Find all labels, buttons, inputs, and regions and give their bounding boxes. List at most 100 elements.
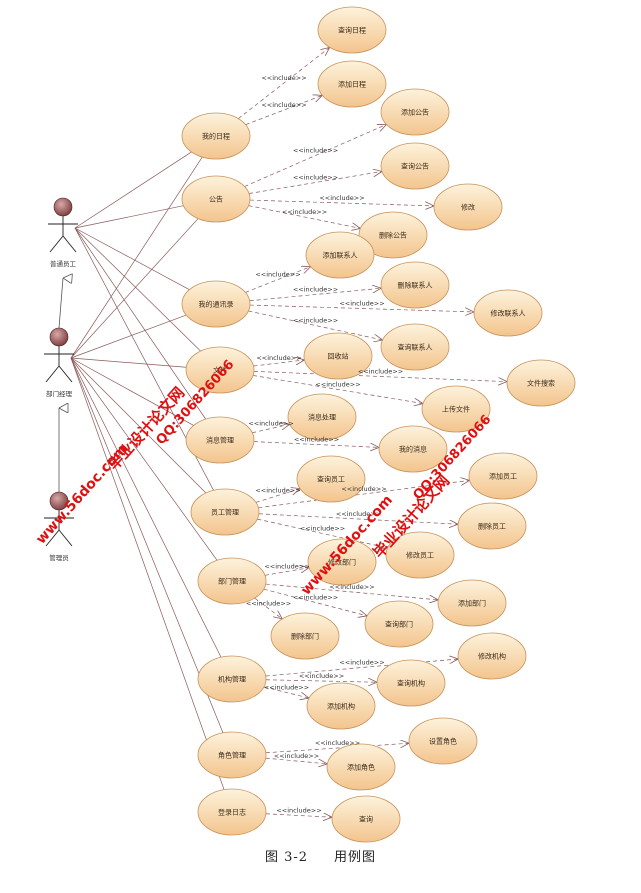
use-case-u-q-schedule: 查询日程: [317, 6, 387, 54]
include-u_org-u_q_org: [265, 680, 377, 682]
include-u_file-u_upload: [252, 375, 423, 403]
include-label: <<include>>: [264, 563, 309, 571]
use-case-ellipse: [437, 579, 507, 627]
figure-title: 用例图: [334, 850, 377, 865]
include-u_org-u_add_org: [263, 686, 309, 698]
use-case-label: 修改: [461, 203, 475, 212]
use-case-ellipse: [197, 655, 267, 703]
use-case-label: 修改联系人: [491, 309, 526, 318]
association-a2-u_staff: [70, 357, 207, 494]
use-case-u-msg: 消息管理: [185, 416, 255, 464]
use-case-u-add-staff: 添加员工: [468, 452, 538, 500]
include-label: <<include>>: [293, 594, 338, 602]
use-case-u-query: 查询: [331, 795, 401, 843]
use-case-u-q-contact: 查询联系人: [380, 323, 450, 371]
include-label: <<include>>: [255, 487, 300, 495]
actor-head-icon: [49, 327, 69, 347]
use-case-label: 设置角色: [429, 737, 457, 746]
use-case-u-edit-notice: 修改: [433, 183, 503, 231]
use-case-label: 添加公告: [401, 108, 429, 117]
include-label: <<include>>: [264, 684, 309, 692]
use-case-label: 我的日程: [202, 132, 230, 141]
use-case-ellipse: [197, 788, 267, 836]
use-case-ellipse: [185, 346, 255, 394]
actor-a2: 部门经理: [44, 327, 74, 398]
use-case-u-myschedule: 我的日程: [181, 112, 251, 160]
use-case-label: 修改机构: [478, 652, 506, 661]
use-case-u-edit-contact: 修改联系人: [473, 289, 543, 337]
actor-head-icon: [53, 197, 73, 217]
use-case-u-edit-dept: 修改部门: [307, 538, 377, 586]
use-case-label: 查询: [359, 815, 373, 824]
include-label: <<include>>: [315, 739, 360, 747]
association-a2-u_contacts: [70, 314, 187, 359]
use-case-u-dept: 部门管理: [197, 557, 267, 605]
use-case-ellipse: [380, 88, 450, 136]
use-case-label: 部门管理: [218, 577, 246, 586]
use-case-ellipse: [457, 632, 527, 680]
include-u_file-u_recycle: [253, 360, 304, 367]
actor-label: 部门经理: [46, 389, 73, 398]
use-case-u-add-role: 添加角色: [326, 743, 396, 791]
use-case-label: 添加角色: [347, 763, 375, 772]
use-case-label: 查询日程: [338, 26, 366, 35]
include-label: <<include>>: [300, 525, 345, 533]
include-u_dept-u_q_dept: [263, 588, 367, 616]
actor-body-icon: [48, 216, 78, 253]
include-label: <<include>>: [341, 485, 386, 493]
include-label: <<include>>: [336, 510, 381, 518]
use-case-label: 查询公告: [401, 162, 429, 171]
use-case-u-role: 角色管理: [197, 731, 267, 779]
use-case-u-msg-proc: 消息处理: [287, 393, 357, 441]
include-u_dept-u_add_dept: [265, 583, 439, 600]
include-label: <<include>>: [255, 271, 300, 279]
include-u_staff-u_edit_staff: [257, 518, 387, 548]
include-label: <<include>>: [282, 208, 327, 216]
use-case-label: 修改部门: [328, 558, 356, 567]
use-case-label: 公告: [209, 195, 223, 204]
use-case-ellipse: [421, 385, 491, 433]
include-label: <<include>>: [315, 381, 360, 389]
use-case-label: 消息管理: [206, 436, 234, 445]
use-case-u-notice: 公告: [181, 175, 251, 223]
use-case-ellipse: [307, 538, 377, 586]
use-case-label: 登录日志: [218, 808, 246, 817]
association-a2-u_org: [70, 357, 222, 658]
use-case-u-add-schedule: 添加日程: [317, 60, 387, 108]
include-label: <<include>>: [274, 752, 319, 760]
use-case-ellipse: [380, 261, 450, 309]
use-case-ellipse: [468, 452, 538, 500]
use-case-ellipse: [181, 112, 251, 160]
include-u_staff-u_add_staff: [258, 480, 469, 509]
use-case-u-add-org: 添加机构: [306, 682, 376, 730]
use-case-ellipse: [306, 682, 376, 730]
actor-label: 普通员工: [50, 259, 77, 268]
include-label: <<include>>: [299, 672, 344, 680]
use-case-ellipse: [473, 289, 543, 337]
use-case-ellipse: [380, 323, 450, 371]
use-case-label: 添加员工: [489, 472, 517, 481]
include-label: <<include>>: [293, 317, 338, 325]
association-a2-u_myschedule: [70, 156, 203, 359]
include-label: <<include>>: [293, 174, 338, 182]
use-case-label: 文件搜索: [527, 379, 555, 388]
include-u_staff-u_del_staff: [258, 513, 458, 524]
association-a2-u_msg: [70, 357, 194, 426]
include-u_notice-u_q_notice: [248, 171, 382, 194]
association-a2-u_file: [70, 357, 187, 368]
use-case-u-q-dept: 查询部门: [364, 600, 434, 648]
use-case-ellipse: [376, 659, 446, 707]
association-a1-u_msg: [74, 227, 207, 420]
use-case-ellipse: [197, 731, 267, 779]
generalization-a2-a1: [58, 278, 63, 329]
use-case-ellipse: [378, 425, 448, 473]
use-case-label: 添加部门: [458, 599, 486, 608]
use-case-u-add-dept: 添加部门: [437, 579, 507, 627]
use-case-u-q-staff: 查询员工: [296, 455, 366, 503]
use-case-label: 查询联系人: [398, 343, 433, 352]
association-a1-u_myschedule: [74, 151, 192, 229]
use-case-u-del-contact: 删除联系人: [380, 261, 450, 309]
use-case-label: 查询机构: [397, 679, 425, 688]
use-case-label: 机构管理: [218, 675, 246, 684]
